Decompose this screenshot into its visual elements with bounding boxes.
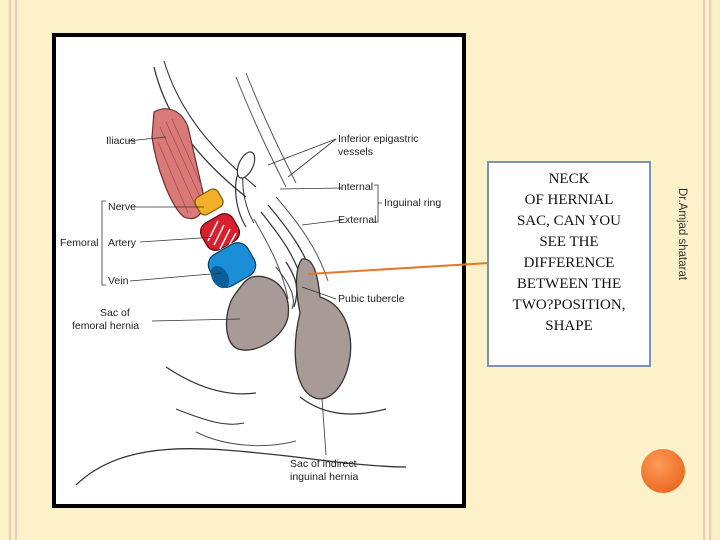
label-internal: Internal <box>338 181 374 193</box>
question-callout: NECK OF HERNIAL SAC, CAN YOU SEE THE DIF… <box>487 161 651 367</box>
right-border-stripe <box>703 0 711 540</box>
callout-line: DIFFERENCE <box>523 255 615 271</box>
anatomy-figure-canvas: Iliacus Inferior epigastric vessels Inte… <box>56 37 462 504</box>
label-inguinal-hernia: inguinal hernia <box>290 471 359 483</box>
label-iliacus: Iliacus <box>106 135 136 147</box>
label-inguinal-ring: Inguinal ring <box>384 197 442 209</box>
callout-line: BETWEEN THE <box>516 276 622 292</box>
label-sac-of-indirect: Sac of indirect <box>290 458 357 470</box>
label-external: External <box>338 214 377 226</box>
label-inferior-epigastric: Inferior epigastric <box>338 133 419 145</box>
callout-line: OF HERNIAL <box>524 192 614 208</box>
label-vessels: vessels <box>338 146 374 158</box>
author-credit: Dr.Amjad shatarat <box>676 188 688 281</box>
label-pubic-tubercle: Pubic tubercle <box>338 293 405 305</box>
artery-shape <box>199 213 241 252</box>
callout-line: SHAPE <box>545 318 593 334</box>
iliacus-muscle <box>151 108 205 220</box>
label-femoral: Femoral <box>60 237 99 249</box>
vein-shape <box>207 242 257 289</box>
label-artery: Artery <box>108 237 137 249</box>
callout-line: TWO?POSITION, <box>512 297 626 313</box>
label-nerve: Nerve <box>108 201 137 213</box>
anatomy-figure: Iliacus Inferior epigastric vessels Inte… <box>52 33 466 508</box>
label-sac-of: Sac of <box>100 307 130 319</box>
anatomy-illustration <box>75 60 407 486</box>
callout-line: SEE THE <box>539 234 599 250</box>
femoral-hernia-sac <box>225 275 290 351</box>
label-femoral-hernia: femoral hernia <box>72 320 140 332</box>
decorative-circle-icon <box>641 449 685 493</box>
label-vein: Vein <box>108 275 129 287</box>
left-border-stripe <box>9 0 17 540</box>
indirect-hernia-sac <box>294 258 352 400</box>
callout-line: SAC, CAN YOU <box>516 213 622 229</box>
nerve-shape <box>194 188 224 216</box>
callout-line: NECK <box>548 171 590 187</box>
